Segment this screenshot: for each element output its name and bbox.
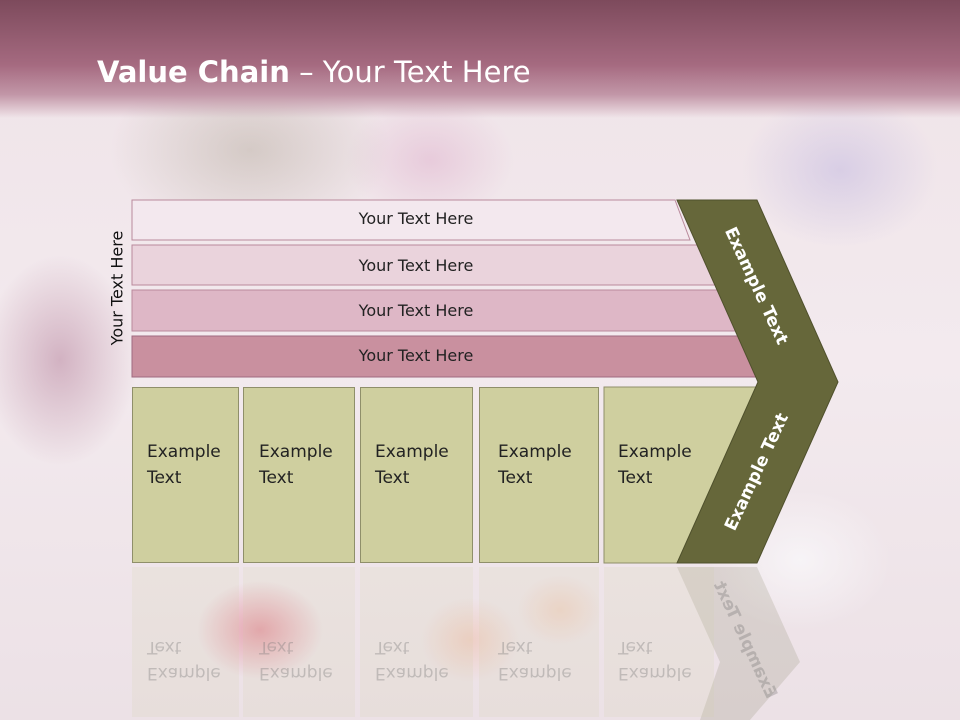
chevron-shape	[676, 199, 839, 564]
column-2-box	[243, 387, 355, 563]
column-2-text: Example Text	[259, 442, 333, 488]
column-3-text: Example Text	[375, 442, 449, 488]
title-banner	[0, 0, 960, 118]
column-1-text-reflection: Example Text	[147, 637, 221, 683]
column-4-text-reflection: Example Text	[498, 637, 572, 683]
bar-2-label: Your Text Here	[358, 256, 474, 275]
bar-3-label: Your Text Here	[358, 301, 474, 320]
column-4-reflection	[479, 567, 599, 717]
chevron-reflection	[677, 567, 800, 720]
column-5-text-reflection: Example Text	[618, 637, 692, 683]
column-2-reflection	[243, 567, 355, 717]
column-3-text-reflection: Example Text	[375, 637, 449, 683]
slide-title: Value Chain – Your Text Here	[97, 54, 531, 90]
column-1-text: Example Text	[147, 442, 221, 488]
title-bold: Value Chain	[97, 55, 290, 89]
title-rest: – Your Text Here	[289, 55, 531, 89]
column-1-box	[132, 387, 239, 563]
column-4-box	[479, 387, 599, 563]
column-4-text: Example Text	[498, 442, 572, 488]
column-1-reflection	[132, 567, 239, 717]
column-3-box	[360, 387, 473, 563]
bar-1-shape	[131, 199, 691, 241]
bar-1-label: Your Text Here	[358, 209, 474, 228]
column-2-text-reflection: Example Text	[259, 637, 333, 683]
column-3-reflection	[360, 567, 473, 717]
column-5-text: Example Text	[618, 442, 692, 488]
bar-4-label: Your Text Here	[358, 346, 474, 365]
column-5-reflection	[604, 567, 714, 717]
